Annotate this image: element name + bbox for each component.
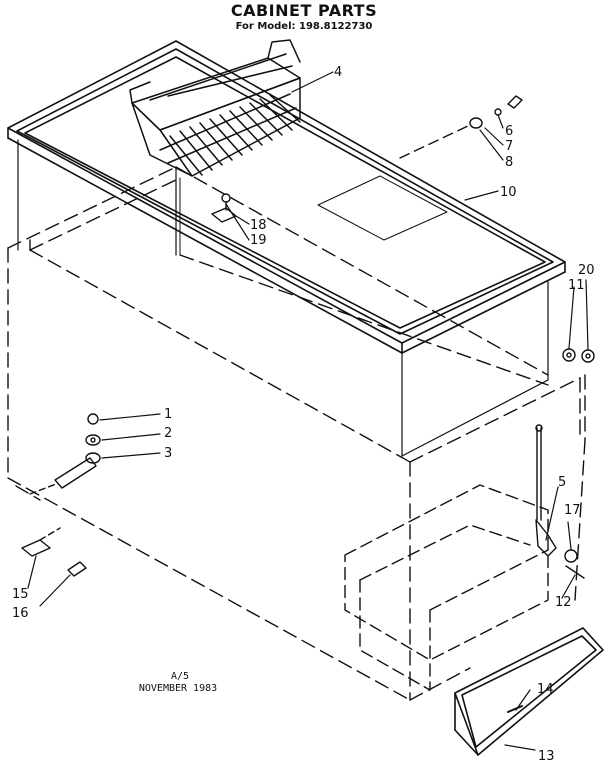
callout-16: 16 (12, 606, 29, 621)
drain-cap-parts (21, 527, 87, 577)
callout-14: 14 (537, 682, 554, 697)
callout-10: 10 (500, 185, 517, 200)
diagram-title: CABINET PARTS (230, 1, 378, 20)
callout-18: 18 (250, 218, 267, 233)
callout-3: 3 (164, 446, 172, 461)
revision-date: NOVEMBER 1983 (138, 683, 218, 694)
callout-8: 8 (505, 155, 513, 170)
callout-4: 4 (334, 65, 342, 80)
callout-7: 7 (505, 139, 513, 154)
wire-basket (129, 39, 301, 177)
callout-5: 5 (558, 475, 566, 490)
model-number: For Model: 198.8122730 (235, 21, 373, 32)
callout-12: 12 (555, 595, 572, 610)
lid-assembly (7, 40, 566, 457)
callout-2: 2 (164, 426, 172, 441)
thermostat-assembly (535, 424, 585, 579)
callout-20: 20 (578, 263, 595, 278)
callout-11: 11 (568, 278, 585, 293)
callout-17: 17 (564, 503, 581, 518)
callout-13: 13 (538, 749, 555, 764)
leader-lines (27, 71, 589, 751)
side-knobs (562, 348, 595, 363)
page-code: A/5 (170, 671, 190, 682)
callout-labels: 1 2 3 4 5 6 7 8 10 11 12 13 14 15 16 17 … (12, 65, 595, 764)
callout-1: 1 (164, 407, 172, 422)
callout-6: 6 (505, 124, 513, 139)
access-panel (454, 627, 604, 756)
compressor-compartment (344, 484, 549, 691)
hinge-hardware (399, 95, 523, 159)
callout-15: 15 (12, 587, 29, 602)
cabinet-body-outline (7, 166, 586, 701)
callout-19: 19 (250, 233, 267, 248)
drain-parts (29, 413, 101, 495)
